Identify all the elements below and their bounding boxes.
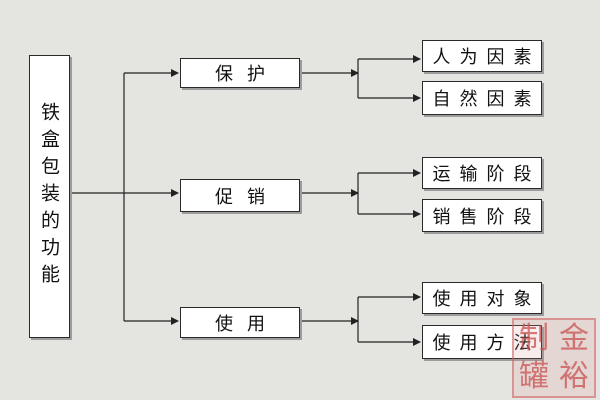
branch-node-label: 使用 [215, 313, 279, 335]
leaf-node-label: 使用对象 [432, 289, 541, 310]
leaf-node-usage-target: 使用对象 [422, 282, 542, 314]
watermark-char: 金 [559, 321, 589, 356]
leaf-node-natural-factors: 自然因素 [422, 81, 542, 115]
branch-node-label: 保护 [215, 64, 279, 85]
branch-node-protection: 保护 [180, 58, 300, 88]
branch-node-label: 促销 [215, 186, 279, 208]
leaf-node-transport-stage: 运输阶段 [422, 157, 542, 189]
branch-node-use: 使用 [180, 307, 300, 338]
root-node: 铁盒包装的功能 [29, 55, 70, 338]
watermark-char: 罐 [519, 359, 549, 394]
root-node-label: 铁盒包装的功能 [38, 102, 60, 291]
branch-node-promotion: 促销 [180, 179, 300, 212]
leaf-node-label: 使用方法 [432, 333, 541, 354]
leaf-node-label: 销售阶段 [432, 206, 541, 228]
leaf-node-label: 运输阶段 [432, 164, 541, 185]
watermark-seal: 制 金 罐 裕 [512, 318, 596, 398]
watermark-char: 制 [519, 321, 549, 356]
leaf-node-label: 自然因素 [432, 89, 541, 110]
watermark-char: 裕 [559, 359, 589, 394]
leaf-node-human-factors: 人为因素 [422, 40, 542, 72]
leaf-node-usage-method: 使用方法 [422, 325, 542, 359]
leaf-node-label: 人为因素 [432, 47, 541, 68]
leaf-node-sales-stage: 销售阶段 [422, 199, 542, 232]
